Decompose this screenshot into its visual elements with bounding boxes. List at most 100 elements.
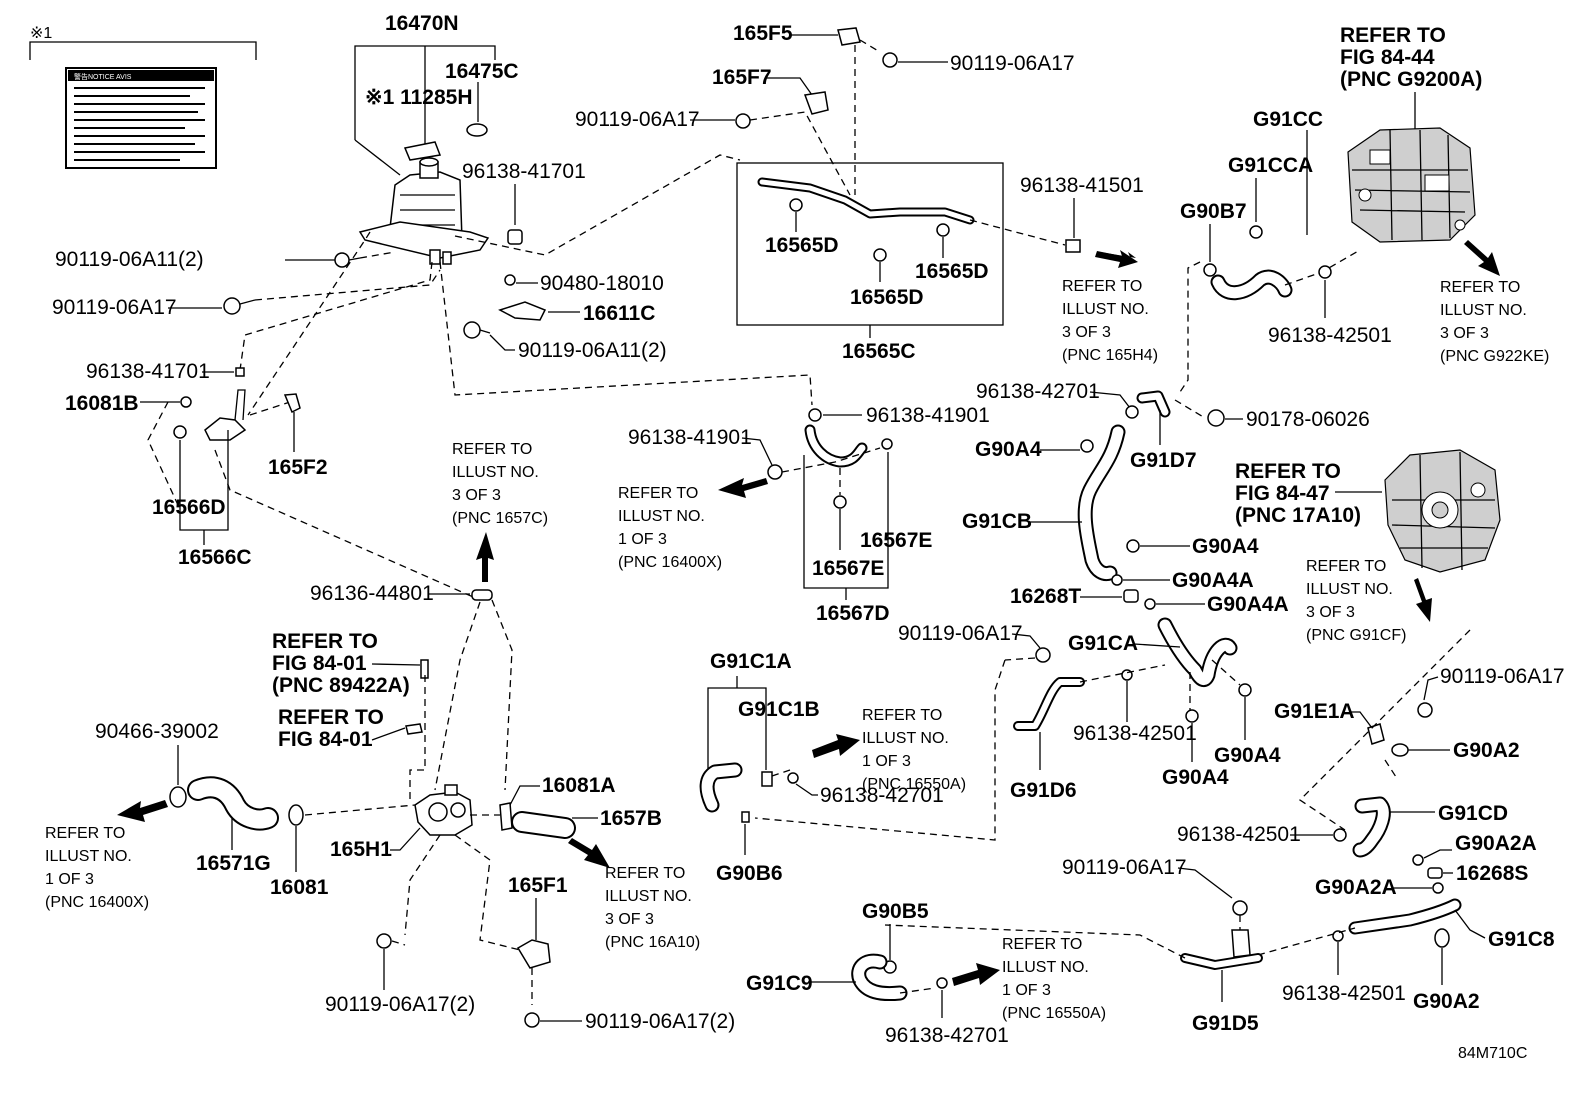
- label-96138-41901-a: 96138-41901: [866, 404, 990, 427]
- svg-text:1 OF 3: 1 OF 3: [862, 753, 911, 770]
- clamp-G90B6[interactable]: [741, 811, 750, 823]
- clamp-16081[interactable]: [288, 804, 304, 826]
- bracket-16566D[interactable]: [173, 389, 247, 441]
- hose-16567D[interactable]: [804, 424, 868, 468]
- pipe-16268S[interactable]: [1427, 867, 1443, 879]
- bolt-90178-06026[interactable]: [1207, 409, 1225, 427]
- clamp-16565D-a[interactable]: [789, 198, 803, 212]
- hose-G91CC[interactable]: [1210, 269, 1293, 301]
- svg-text:(PNC 16400X): (PNC 16400X): [618, 554, 722, 571]
- hose-G91C9[interactable]: [851, 953, 908, 1002]
- clamp-G90A4-a[interactable]: [1080, 439, 1094, 453]
- bolt-90480-18010[interactable]: [504, 274, 516, 286]
- label-16567E-a: 16567E: [860, 529, 932, 552]
- clamp-G90A2-b[interactable]: [1434, 928, 1450, 948]
- hose-G91CD[interactable]: [1352, 796, 1391, 858]
- caution-label-sticker[interactable]: 警告NOTICE AVIS: [65, 67, 217, 169]
- svg-text:(PNC G922KE): (PNC G922KE): [1440, 348, 1549, 365]
- clamp-16565D-c[interactable]: [873, 248, 887, 262]
- clamp-G91C1B[interactable]: [761, 771, 773, 787]
- bracket-16611C[interactable]: [498, 301, 547, 321]
- bolt-90119-06A17-a[interactable]: [223, 297, 256, 315]
- pipe-16268T[interactable]: [1123, 589, 1139, 603]
- clamp-G90A4-b[interactable]: [1126, 539, 1140, 553]
- bolt-90119-06A17-c[interactable]: [735, 113, 751, 129]
- coolant-reservoir-16470N[interactable]: [358, 157, 490, 265]
- hose-G91CA[interactable]: [1157, 617, 1238, 687]
- svg-text:REFER TO: REFER TO: [1306, 558, 1386, 575]
- clip-16081B[interactable]: [180, 396, 192, 408]
- label-G91C1B: G91C1B: [738, 698, 820, 721]
- label-G91C1A: G91C1A: [710, 650, 792, 673]
- inverter-assembly[interactable]: [1347, 127, 1476, 243]
- svg-text:FIG 84-01: FIG 84-01: [272, 652, 367, 675]
- bolt-90119-06A11-b[interactable]: [463, 321, 491, 339]
- clamp-G90A4A-b[interactable]: [1144, 598, 1156, 610]
- clip-165F5[interactable]: [837, 27, 861, 46]
- clamp-96138-42501-c[interactable]: [1333, 828, 1347, 842]
- clamp-G90A4A-a[interactable]: [1111, 574, 1123, 586]
- clamp-90466-39002[interactable]: [169, 786, 187, 808]
- bolt-90119-06A17-d[interactable]: [1035, 647, 1051, 663]
- label-16611C: 16611C: [583, 302, 655, 325]
- label-165F7: 165F7: [712, 66, 772, 89]
- svg-text:REFER TO: REFER TO: [452, 441, 532, 458]
- clamp-G90A2-a[interactable]: [1391, 743, 1409, 757]
- bolt-90119-06A17-2-a[interactable]: [376, 933, 392, 949]
- pipe-G91D6[interactable]: [1013, 677, 1085, 731]
- clamp-96138-41901-a[interactable]: [808, 408, 822, 422]
- clamp-96138-42701-b[interactable]: [1125, 405, 1139, 419]
- clamp-G90A2A-b[interactable]: [1432, 882, 1444, 894]
- label-G91CCA: G91CCA: [1228, 154, 1313, 177]
- clip-165F7[interactable]: [803, 91, 829, 115]
- label-96138-42701-a: 96138-42701: [820, 784, 944, 807]
- hose-1657B[interactable]: [511, 811, 576, 839]
- hose-G91CB[interactable]: [1077, 424, 1126, 582]
- bracket-165F1[interactable]: [516, 939, 551, 969]
- clamp-96138-41901-b[interactable]: [767, 464, 783, 480]
- hose-G91C1A[interactable]: [699, 762, 743, 813]
- clamp-96138-42701-c[interactable]: [936, 977, 948, 989]
- svg-text:3 OF 3: 3 OF 3: [1062, 324, 1111, 341]
- water-pipe-16565C[interactable]: [757, 177, 975, 225]
- svg-text:ILLUST NO.: ILLUST NO.: [862, 730, 949, 747]
- clamp-16567E-b[interactable]: [833, 495, 847, 509]
- clamp-G90A4-d[interactable]: [1185, 709, 1199, 723]
- clamp-96138-42501-a[interactable]: [1318, 265, 1332, 279]
- bolt-90119-06A17-f[interactable]: [1232, 900, 1248, 916]
- hose-G91D7[interactable]: [1136, 390, 1171, 418]
- clamp-G90B7[interactable]: [1203, 263, 1217, 277]
- clamp-16567E-a[interactable]: [881, 438, 893, 450]
- clamp-16565D-b[interactable]: [936, 223, 950, 237]
- clamp-G90A2A-a[interactable]: [1412, 854, 1424, 866]
- clamp-96138-41501[interactable]: [1065, 239, 1081, 253]
- bolt-90119-06A11-a[interactable]: [334, 252, 361, 268]
- bolt-90119-06A17-2-b[interactable]: [524, 1012, 540, 1028]
- label-G91C8: G91C8: [1488, 928, 1555, 951]
- bolt-90119-06A17-b[interactable]: [882, 52, 898, 68]
- svg-text:ILLUST NO.: ILLUST NO.: [1062, 301, 1149, 318]
- clamp-96138-42501-d[interactable]: [1332, 930, 1344, 942]
- thermostat-housing-165H1[interactable]: [414, 784, 473, 836]
- clamp-96138-41701-a[interactable]: [507, 229, 523, 245]
- svg-text:(PNC G9200A): (PNC G9200A): [1340, 68, 1482, 91]
- pipe-G91D5[interactable]: [1180, 929, 1263, 970]
- clamp-G91CCA[interactable]: [1249, 225, 1263, 239]
- clip-165F2[interactable]: [283, 393, 301, 414]
- clamp-G90A4-c[interactable]: [1238, 683, 1252, 697]
- svg-text:REFER TO: REFER TO: [278, 706, 384, 729]
- label-90119-06A17-f: 90119-06A17: [1062, 856, 1187, 879]
- clamp-96138-42701-a[interactable]: [787, 772, 799, 784]
- reservoir-cap-16475C[interactable]: [466, 123, 488, 137]
- label-16567D: 16567D: [816, 602, 890, 625]
- clip-G91E1A[interactable]: [1367, 723, 1385, 745]
- clamp-96138-41701-b[interactable]: [235, 367, 245, 377]
- clamp-16081A[interactable]: [499, 802, 513, 831]
- hose-G91C8[interactable]: [1348, 898, 1462, 935]
- plug-96136-44801[interactable]: [471, 589, 493, 601]
- transaxle-assembly[interactable]: [1384, 449, 1501, 573]
- plug-fig84-01[interactable]: [405, 723, 423, 735]
- hose-16571G[interactable]: [187, 776, 279, 831]
- bolt-90119-06A17-e[interactable]: [1417, 702, 1433, 718]
- label-11285H-part[interactable]: [403, 141, 442, 161]
